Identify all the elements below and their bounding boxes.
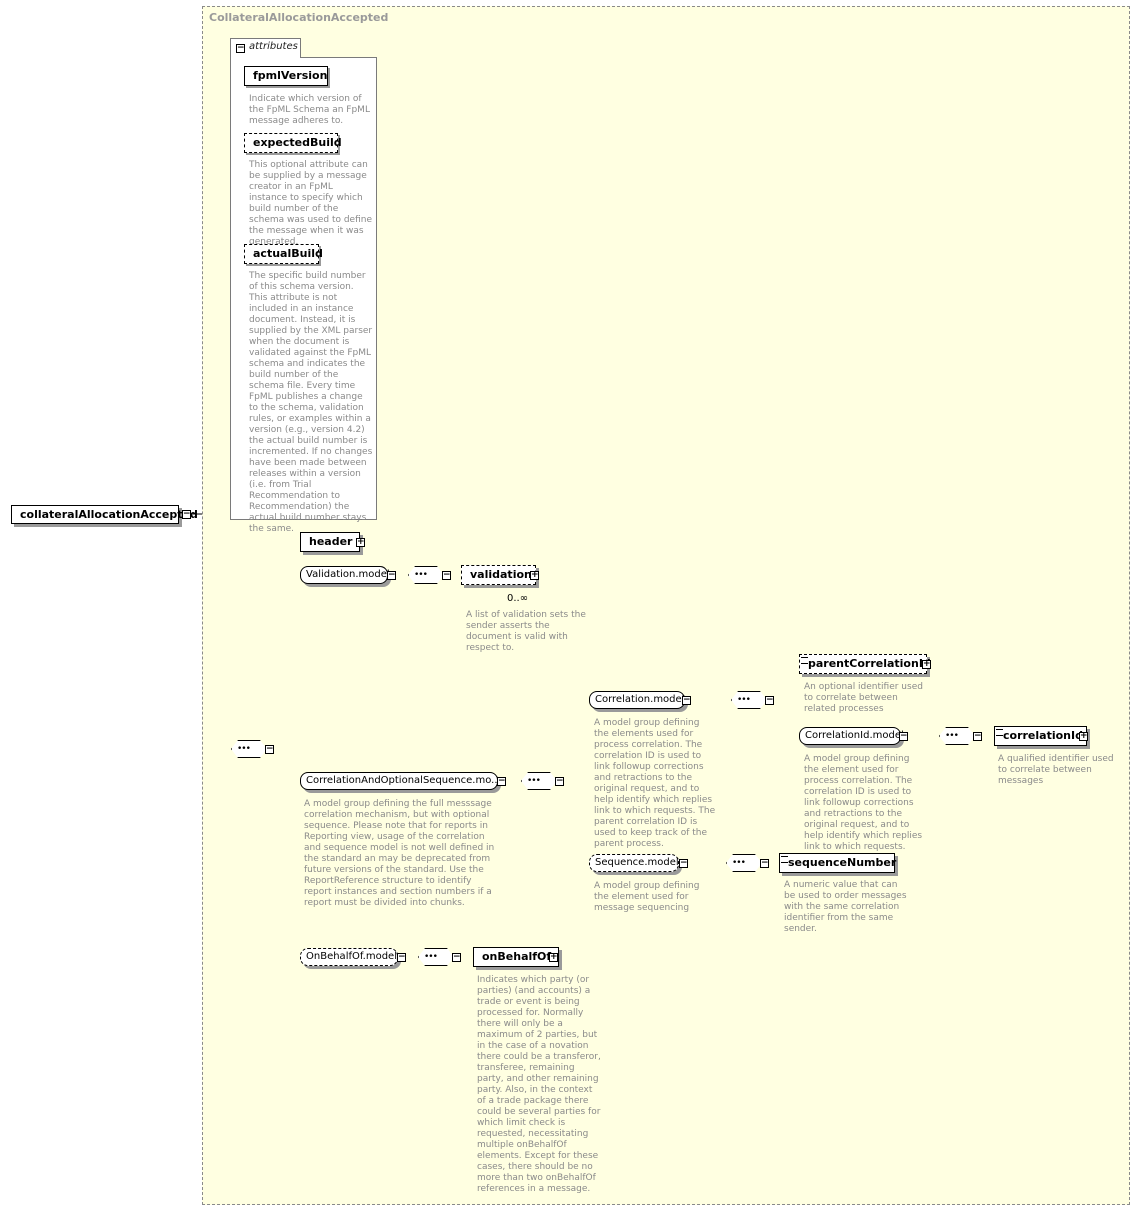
- simple-type-icon: [996, 729, 1003, 736]
- attribute-name: actualBuild: [253, 247, 323, 260]
- root-element[interactable]: collateralAllocationAccepted: [11, 505, 198, 524]
- expand-icon[interactable]: +: [549, 952, 558, 962]
- element-label: parentCorrelationId: [808, 657, 931, 670]
- attribute-name: fpmlVersion: [253, 69, 328, 82]
- attribute-expectedbuild[interactable]: expectedBuild: [244, 133, 342, 153]
- validation-model-group[interactable]: Validation.model: [300, 566, 390, 584]
- element-label: sequenceNumber: [788, 856, 897, 869]
- attribute-actualbuild[interactable]: actualBuild: [244, 244, 323, 264]
- correlation-and-optional-sequence-group[interactable]: CorrelationAndOptionalSequence.mo...: [300, 772, 501, 790]
- collapse-icon[interactable]: −: [682, 695, 691, 705]
- attribute-name: expectedBuild: [253, 136, 342, 149]
- attribute-fpmlversion[interactable]: fpmlVersion: [244, 66, 328, 86]
- sequence-dots: •••: [237, 744, 251, 754]
- attributes-tab-label: attributes: [249, 41, 298, 52]
- collapse-icon[interactable]: −: [397, 952, 406, 962]
- attributes-tab[interactable]: [230, 38, 301, 58]
- validation-element[interactable]: validation: [461, 565, 536, 585]
- sequence-dots: •••: [414, 570, 428, 580]
- on-behalf-of-description: Indicates which party (or parties) (and …: [477, 975, 601, 1194]
- on-behalf-of-element[interactable]: onBehalfOf: [473, 947, 559, 967]
- group-label: Validation.model: [306, 569, 390, 580]
- correlation-id-model-group[interactable]: CorrelationId.model: [799, 727, 904, 745]
- parent-correlation-id-description: An optional identifier used to correlate…: [804, 682, 923, 714]
- collapse-icon[interactable]: −: [452, 952, 461, 962]
- sequence-model-group[interactable]: Sequence.model: [589, 854, 679, 872]
- element-label: validation: [470, 568, 532, 581]
- group-label: OnBehalfOf.model: [306, 951, 397, 962]
- element-label: header: [309, 535, 353, 548]
- collapse-icon[interactable]: −: [679, 858, 688, 868]
- correlation-id-model-description: A model group defining the element used …: [804, 754, 923, 852]
- header-element[interactable]: header: [300, 532, 360, 552]
- collapse-icon[interactable]: −: [497, 776, 506, 786]
- group-label: Sequence.model: [595, 857, 679, 868]
- sequence-dots: •••: [732, 858, 746, 868]
- sequence-number-element[interactable]: sequenceNumber: [779, 853, 897, 873]
- expand-icon[interactable]: +: [1079, 731, 1088, 741]
- root-element-label: collateralAllocationAccepted: [20, 508, 198, 521]
- sequence-number-description: A numeric value that can be used to orde…: [784, 880, 907, 934]
- correlation-and-optional-sequence-description: A model group defining the full messsage…: [304, 799, 495, 908]
- validation-description: A list of validation sets the sender ass…: [466, 610, 586, 653]
- group-label: CorrelationId.model: [805, 730, 904, 741]
- group-label: CorrelationAndOptionalSequence.mo...: [306, 775, 501, 786]
- collapse-icon[interactable]: −: [973, 731, 982, 741]
- correlation-model-group[interactable]: Correlation.model: [589, 691, 685, 709]
- correlation-id-description: A qualified identifier used to correlate…: [998, 754, 1114, 786]
- sequence-model-description: A model group defining the element used …: [594, 881, 700, 913]
- sequence-dots: •••: [945, 731, 959, 741]
- correlation-model-description: A model group defining the elements used…: [594, 718, 716, 849]
- element-label: correlationId: [1003, 729, 1083, 742]
- attribute-description: The specific build number of this schema…: [249, 271, 373, 534]
- region-title: CollateralAllocationAccepted: [209, 11, 389, 24]
- sequence-dots: •••: [527, 776, 541, 786]
- collapse-icon[interactable]: −: [760, 858, 769, 868]
- collapse-icon[interactable]: −: [442, 570, 451, 580]
- element-label: onBehalfOf: [482, 950, 552, 963]
- collapse-icon[interactable]: −: [765, 695, 774, 705]
- on-behalf-of-model-group[interactable]: OnBehalfOf.model: [300, 948, 398, 966]
- expand-icon[interactable]: +: [356, 537, 365, 547]
- sequence-dots: •••: [424, 952, 438, 962]
- parent-correlation-id-element[interactable]: parentCorrelationId: [799, 654, 931, 674]
- expand-icon[interactable]: +: [530, 570, 539, 580]
- correlation-id-element[interactable]: correlationId: [994, 726, 1087, 746]
- collapse-icon[interactable]: −: [236, 43, 245, 53]
- group-label: Correlation.model: [595, 694, 685, 705]
- cardinality-label: 0..∞: [507, 593, 529, 604]
- collapse-icon[interactable]: −: [899, 731, 908, 741]
- collapse-icon[interactable]: −: [265, 744, 274, 754]
- sequence-dots: •••: [737, 695, 751, 705]
- attribute-description: This optional attribute can be supplied …: [249, 160, 373, 247]
- simple-type-icon: [781, 856, 788, 863]
- collapse-icon[interactable]: −: [182, 509, 191, 519]
- collapse-icon[interactable]: −: [555, 776, 564, 786]
- attribute-description: Indicate which version of the FpML Schem…: [249, 94, 370, 126]
- collapse-icon[interactable]: −: [387, 570, 396, 580]
- simple-type-icon: [801, 657, 808, 664]
- expand-icon[interactable]: +: [922, 659, 931, 669]
